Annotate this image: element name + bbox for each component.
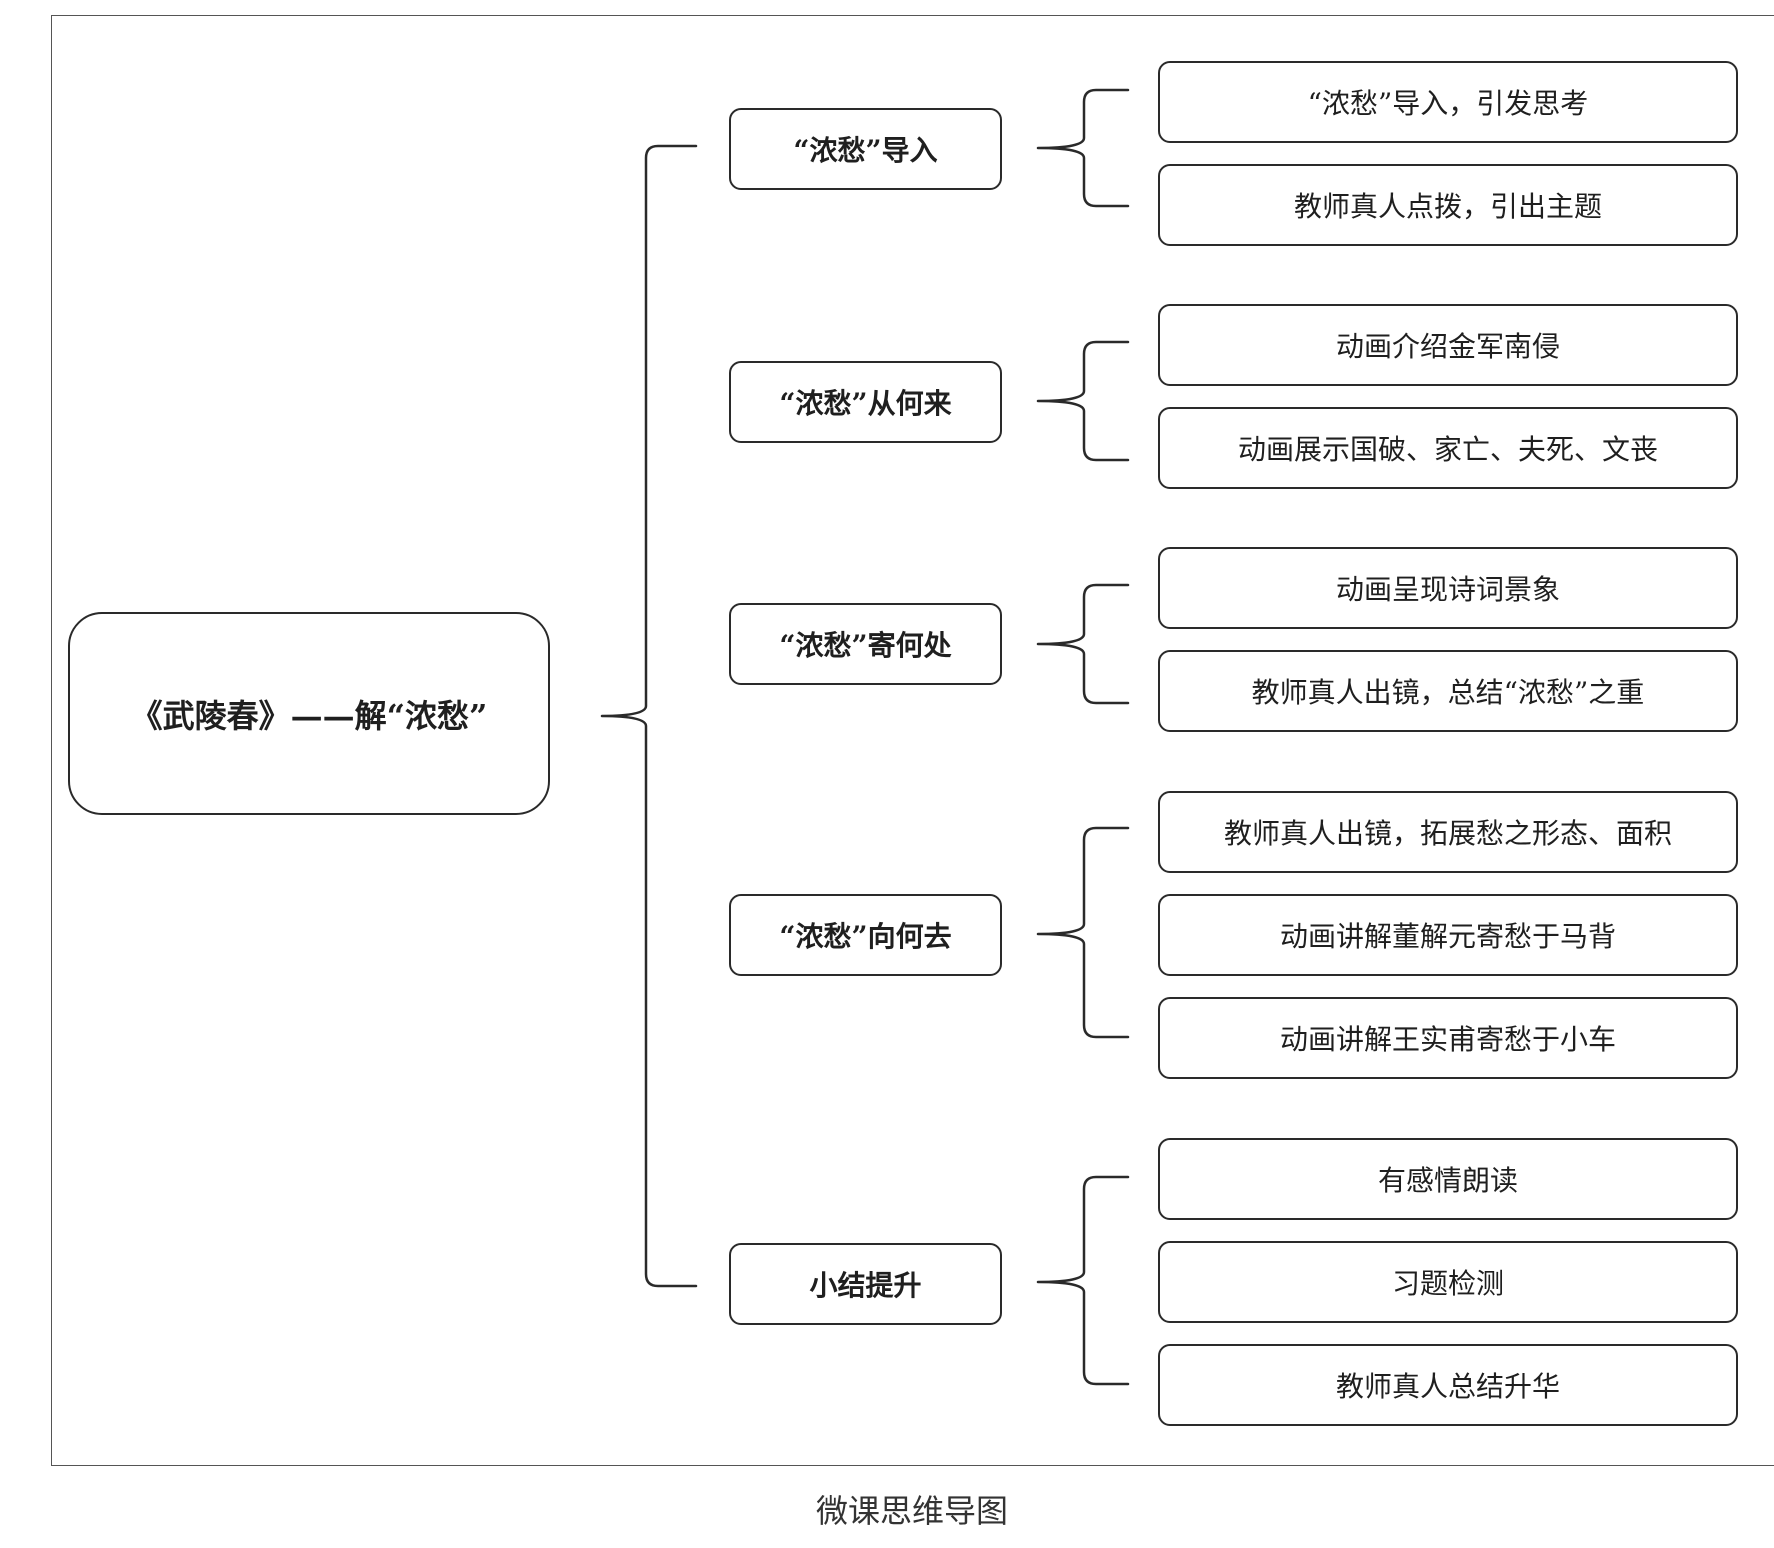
branch-node-label: “浓愁”寄何处 — [779, 629, 952, 662]
leaf-node: 教师真人点拨，引出主题 — [1158, 164, 1738, 246]
leaf-node-label: 教师真人出镜，总结“浓愁”之重 — [1251, 676, 1645, 709]
branch-node-label: “浓愁”导入 — [793, 134, 938, 167]
leaf-node-label: 习题检测 — [1391, 1267, 1504, 1300]
diagram-frame — [51, 15, 1774, 1466]
leaf-node: 动画讲解王实甫寄愁于小车 — [1158, 997, 1738, 1079]
branch-node-intro: “浓愁”导入 — [729, 108, 1002, 190]
leaf-node: 动画呈现诗词景象 — [1158, 547, 1738, 629]
branch-bracket-4 — [1036, 826, 1130, 1039]
branch-bracket-2 — [1036, 340, 1130, 462]
leaf-node-label: 教师真人总结升华 — [1335, 1370, 1560, 1403]
leaf-node-label: 动画讲解董解元寄愁于马背 — [1279, 920, 1616, 953]
leaf-node: 动画讲解董解元寄愁于马背 — [1158, 894, 1738, 976]
leaf-node: 习题检测 — [1158, 1241, 1738, 1323]
branch-node-label: “浓愁”向何去 — [779, 920, 952, 953]
branch-node-origin: “浓愁”从何来 — [729, 361, 1002, 443]
branch-bracket-3 — [1036, 583, 1130, 705]
leaf-node-label: 教师真人点拨，引出主题 — [1293, 190, 1602, 223]
branch-node-label: 小结提升 — [809, 1269, 922, 1302]
leaf-node-label: 教师真人出镜，拓展愁之形态、面积 — [1223, 817, 1672, 850]
leaf-node-label: 动画展示国破、家亡、夫死、文丧 — [1237, 433, 1658, 466]
leaf-node: 动画展示国破、家亡、夫死、文丧 — [1158, 407, 1738, 489]
branch-node-where: “浓愁”寄何处 — [729, 603, 1002, 685]
branch-node-label: “浓愁”从何来 — [779, 387, 952, 420]
branch-bracket-1 — [1036, 88, 1130, 208]
leaf-node-label: 动画介绍金军南侵 — [1335, 330, 1560, 363]
leaf-node-label: 动画讲解王实甫寄愁于小车 — [1279, 1023, 1616, 1056]
root-bracket — [600, 144, 698, 1288]
leaf-node: 教师真人总结升华 — [1158, 1344, 1738, 1426]
leaf-node-label: 动画呈现诗词景象 — [1335, 573, 1560, 606]
leaf-node: 教师真人出镜，拓展愁之形态、面积 — [1158, 791, 1738, 873]
leaf-node-label: “浓愁”导入，引发思考 — [1307, 87, 1589, 120]
branch-node-summary: 小结提升 — [729, 1243, 1002, 1325]
leaf-node: “浓愁”导入，引发思考 — [1158, 61, 1738, 143]
leaf-node-label: 有感情朗读 — [1377, 1164, 1518, 1197]
root-node: 《武陵春》——解“浓愁” — [68, 612, 550, 815]
figure-caption: 微课思维导图 — [815, 1492, 1008, 1530]
branch-node-whither: “浓愁”向何去 — [729, 894, 1002, 976]
leaf-node: 动画介绍金军南侵 — [1158, 304, 1738, 386]
leaf-node: 有感情朗读 — [1158, 1138, 1738, 1220]
branch-bracket-5 — [1036, 1175, 1130, 1386]
root-node-label: 《武陵春》——解“浓愁” — [130, 696, 488, 735]
leaf-node: 教师真人出镜，总结“浓愁”之重 — [1158, 650, 1738, 732]
